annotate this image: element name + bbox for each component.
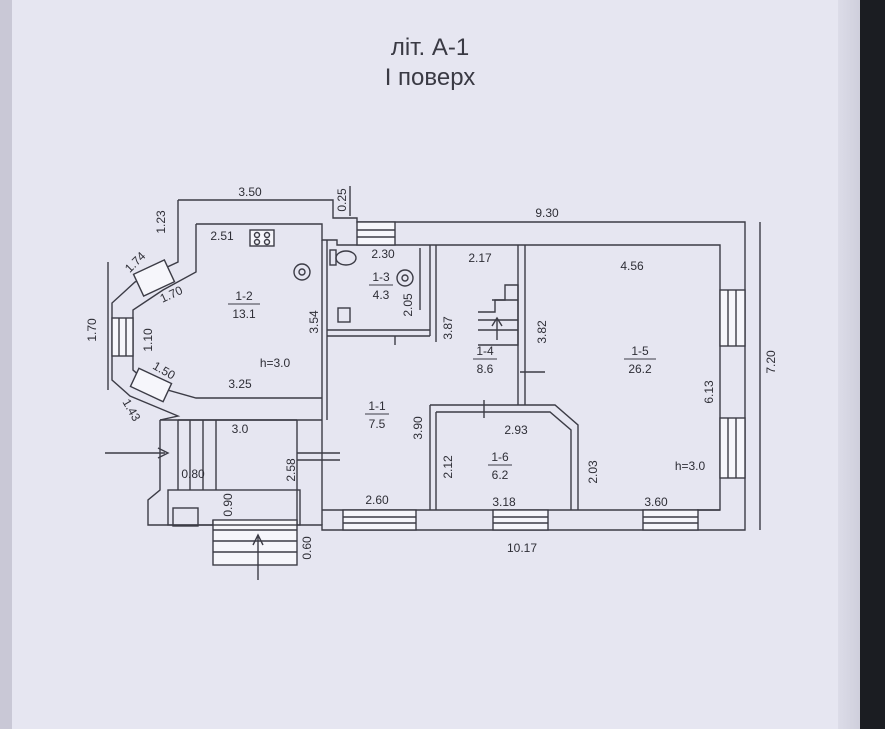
dimension-label: 10.17 <box>507 541 537 555</box>
dimension-label: 2.05 <box>401 293 415 317</box>
staircase <box>478 284 519 346</box>
window-bay-3 <box>129 367 173 403</box>
room-id: 1-4 <box>476 344 494 358</box>
sink-icon-kitchen <box>293 263 311 281</box>
window-right-1 <box>719 289 746 347</box>
porch-platform <box>167 489 301 526</box>
toilet-icon <box>335 250 357 266</box>
plan-title: літ. А-1 І поверх <box>300 33 560 93</box>
room-1-1-label: 1-1 7.5 <box>365 399 389 431</box>
dimension-label: 0.60 <box>300 536 314 560</box>
room-area: 4.3 <box>373 288 390 302</box>
window-bottom-3 <box>642 509 699 531</box>
dimension-label: 2.93 <box>504 423 528 437</box>
dimension-label: 3.0 <box>232 422 249 436</box>
outer-wall-top-left <box>178 199 746 285</box>
wall-16-top-b <box>436 411 572 510</box>
room-1-2-label: 1-2 13.1 <box>228 289 260 321</box>
wall-16-top <box>430 404 579 510</box>
stove-icon <box>249 229 275 247</box>
dimension-label: 1.10 <box>141 328 155 352</box>
dimension-label: 2.03 <box>586 460 600 484</box>
height-label-right: h=3.0 <box>675 459 706 473</box>
room-area: 13.1 <box>232 307 256 321</box>
page-edge <box>0 0 12 729</box>
sink-icon-bath <box>396 269 414 287</box>
room-id: 1-1 <box>368 399 386 413</box>
paper-sheet <box>12 0 860 729</box>
room-1-3-label: 1-3 4.3 <box>369 270 393 302</box>
room-1-6-label: 1-6 6.2 <box>488 450 512 482</box>
dimension-label: 2.17 <box>468 251 492 265</box>
dimension-label: 2.58 <box>284 458 298 482</box>
shower-icon <box>337 307 351 323</box>
room-1-5-label: 1-5 26.2 <box>624 344 656 376</box>
room-area: 6.2 <box>492 468 509 482</box>
room-1-4-label: 1-4 8.6 <box>473 344 497 376</box>
dimension-label: 3.50 <box>238 185 262 199</box>
window-bay-2 <box>111 317 134 357</box>
window-bay-1 <box>132 259 176 297</box>
dimension-label: 3.18 <box>492 495 516 509</box>
outer-wall-right <box>697 285 746 531</box>
room-id: 1-2 <box>235 289 253 303</box>
room-area: 8.6 <box>477 362 494 376</box>
dimension-label: 2.30 <box>371 247 395 261</box>
dimension-label: 3.87 <box>441 316 455 340</box>
room-area: 26.2 <box>628 362 652 376</box>
dimension-label: 9.30 <box>535 206 559 220</box>
dimension-label: 2.12 <box>441 455 455 479</box>
title-floor: І поверх <box>384 64 476 91</box>
paper-shadow <box>838 0 860 729</box>
dimension-label: 3.60 <box>644 495 668 509</box>
room-id: 1-3 <box>372 270 390 284</box>
dimension-label: 2.60 <box>365 493 389 507</box>
dimension-label: 3.90 <box>411 416 425 440</box>
dimension-label: 3.82 <box>535 320 549 344</box>
height-label-left: h=3.0 <box>260 356 291 370</box>
dimension-label: 0.25 <box>335 188 349 212</box>
dimension-label: 3.25 <box>228 377 252 391</box>
dimension-label: 7.20 <box>764 350 778 374</box>
dimension-label: 3.54 <box>307 310 321 334</box>
dimension-label: 0.80 <box>181 467 205 481</box>
dimension-label: 2.51 <box>210 229 234 243</box>
dimension-label: 1.23 <box>154 210 168 234</box>
title-letter: літ. А-1 <box>390 34 470 61</box>
dimension-label: 1.70 <box>85 318 99 342</box>
dimension-label: 4.56 <box>620 259 644 273</box>
room-area: 7.5 <box>369 417 386 431</box>
window-bottom-2 <box>492 509 549 531</box>
window-bottom-1 <box>342 509 417 531</box>
room-id: 1-5 <box>631 344 649 358</box>
room-id: 1-6 <box>491 450 509 464</box>
dimension-label: 6.13 <box>702 380 716 404</box>
window-right-2 <box>719 417 746 479</box>
window-top <box>356 221 396 246</box>
dimension-label: 0.90 <box>221 493 235 517</box>
